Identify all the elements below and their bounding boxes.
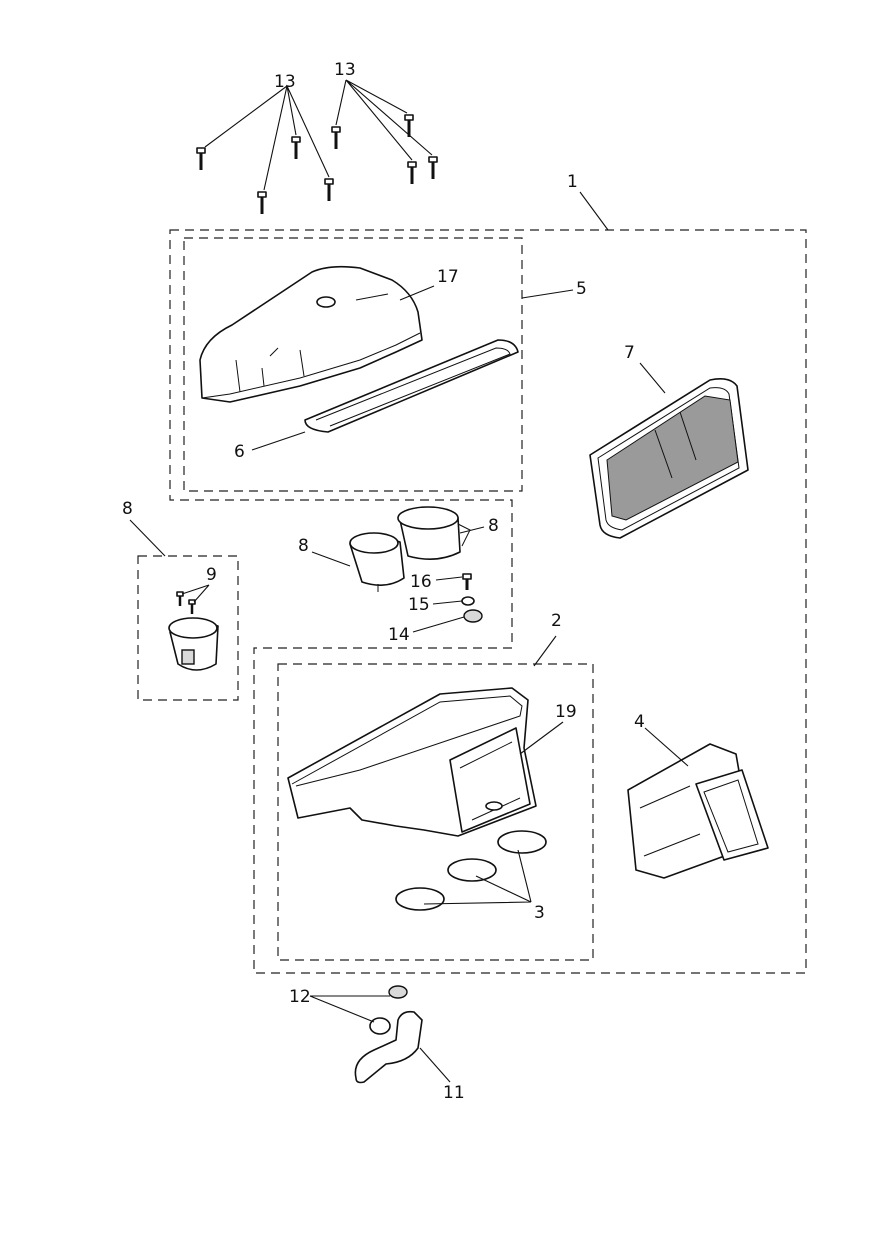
callout-13: 13 xyxy=(274,72,296,92)
callout-labels: 13 13 1 17 5 7 6 8 8 8 9 16 15 14 2 19 4… xyxy=(122,60,645,1103)
callout-5: 5 xyxy=(576,279,587,299)
callout-8: 8 xyxy=(488,516,499,536)
callout-6: 6 xyxy=(234,442,245,462)
velocity-stack-8-pair xyxy=(349,506,471,592)
callout-9: 9 xyxy=(206,565,217,585)
callout-3: 3 xyxy=(534,903,545,923)
callout-2: 2 xyxy=(551,611,562,631)
callout-14: 14 xyxy=(388,625,410,645)
intake-duct-4 xyxy=(627,743,769,879)
fasteners-14-15-16 xyxy=(461,573,483,623)
callout-17: 17 xyxy=(437,267,459,287)
airbox-housing-19 xyxy=(287,687,537,837)
group-box-assembly-1 xyxy=(169,229,807,974)
callout-4: 4 xyxy=(634,712,645,732)
callout-8: 8 xyxy=(298,536,309,556)
hose-clips-12 xyxy=(369,985,408,1035)
air-filter-element-7 xyxy=(589,378,749,539)
callout-19: 19 xyxy=(555,702,577,722)
group-box-cover-5 xyxy=(183,237,523,492)
bolt-13-group xyxy=(196,114,438,214)
screws-9 xyxy=(176,591,196,614)
callout-15: 15 xyxy=(408,595,430,615)
callout-1: 1 xyxy=(567,172,578,192)
o-rings-3 xyxy=(395,830,547,911)
callout-7: 7 xyxy=(624,343,635,363)
callout-8: 8 xyxy=(122,499,133,519)
airbox-cover-17 xyxy=(199,265,423,403)
callout-12: 12 xyxy=(289,987,311,1007)
group-box-housing-2 xyxy=(277,663,594,961)
callout-11: 11 xyxy=(443,1083,465,1103)
velocity-stack-8-single xyxy=(168,617,219,671)
leader-lines xyxy=(129,79,689,1083)
group-box-trumpet-8 xyxy=(137,555,239,701)
callout-13: 13 xyxy=(334,60,356,80)
cover-seal-6 xyxy=(304,339,519,433)
breather-hose-11 xyxy=(354,1010,423,1084)
callout-16: 16 xyxy=(410,572,432,592)
